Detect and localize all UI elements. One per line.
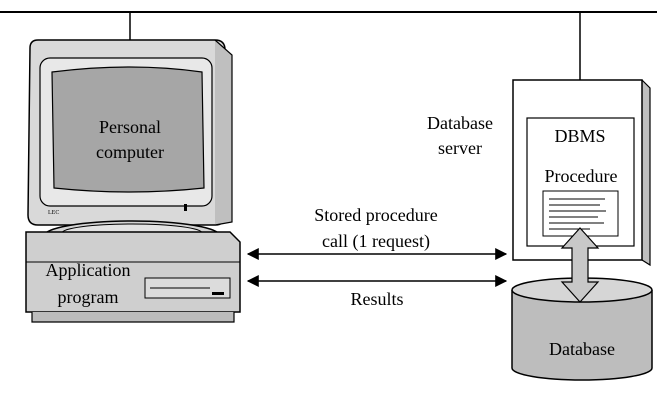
app-label-line1: Application — [46, 260, 131, 280]
procedure-label: Procedure — [545, 166, 618, 186]
server-label-line2: server — [438, 138, 482, 158]
monitor-brand: LEC — [48, 210, 59, 216]
server-label-line1: Database — [427, 113, 493, 133]
request-label-line1: Stored procedure — [314, 205, 437, 225]
monitor-screen — [51, 66, 205, 193]
dbms-label: DBMS — [554, 126, 605, 146]
request-label-line2: call (1 request) — [322, 231, 430, 252]
pc-label-line2: computer — [96, 142, 164, 162]
database-server: Database server DBMS Procedure — [427, 79, 651, 267]
database-cylinder: Database — [511, 277, 653, 381]
server-database-connector-icon — [560, 227, 600, 303]
results-label: Results — [350, 289, 403, 309]
database-label: Database — [549, 339, 615, 359]
pc-label-line1: Personal — [99, 117, 161, 137]
app-label-line2: program — [58, 287, 119, 307]
network-bus — [0, 11, 657, 80]
personal-computer: LEC Personal computer Application progra… — [25, 39, 241, 323]
power-button — [184, 204, 187, 211]
